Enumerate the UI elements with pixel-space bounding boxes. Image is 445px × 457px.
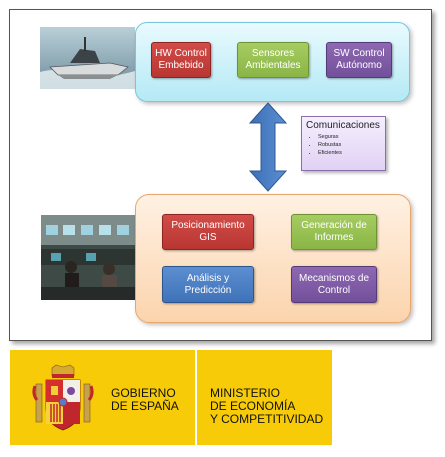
sensors-box: Sensores Ambientales	[237, 42, 309, 78]
government-logo-banner: GOBIERNO DE ESPAÑA MINISTERIO DE ECONOMÍ…	[10, 350, 332, 445]
reports-box: Generación de Informes	[291, 214, 377, 250]
positioning-gis-box: Posicionamiento GIS	[162, 214, 254, 250]
communications-title: Comunicaciones	[306, 120, 380, 131]
ministerio-line: MINISTERIO	[210, 386, 281, 400]
sw-control-box: SW Control Autónomo	[326, 42, 392, 78]
gobierno-line: DE ESPAÑA	[111, 399, 179, 413]
coat-of-arms-icon	[32, 364, 94, 431]
hw-control-box: HW Control Embebido	[151, 42, 211, 78]
control-mechanisms-box: Mecanismos de Control	[291, 266, 377, 303]
ministerio-line: Y COMPETITIVIDAD	[210, 412, 324, 426]
communications-box: Comunicaciones Seguras Robustas Eficient…	[301, 116, 386, 171]
ministerio-line: DE ECONOMÍA	[210, 399, 296, 413]
list-item: Robustas	[318, 141, 381, 149]
analysis-prediction-box: Análisis y Predicción	[162, 266, 254, 303]
gobierno-line: GOBIERNO	[111, 386, 176, 400]
ministerio-text: MINISTERIO DE ECONOMÍA Y COMPETITIVIDAD	[210, 387, 323, 426]
control-room-photo	[41, 215, 136, 300]
list-item: Eficientes	[318, 149, 381, 157]
logo-divider	[195, 350, 197, 445]
autonomous-boat-photo	[40, 27, 135, 89]
bidirectional-arrow-icon	[248, 102, 288, 192]
gobierno-de-espana-text: GOBIERNO DE ESPAÑA	[111, 387, 179, 413]
list-item: Seguras	[318, 133, 381, 141]
communications-list: Seguras Robustas Eficientes	[306, 133, 381, 157]
